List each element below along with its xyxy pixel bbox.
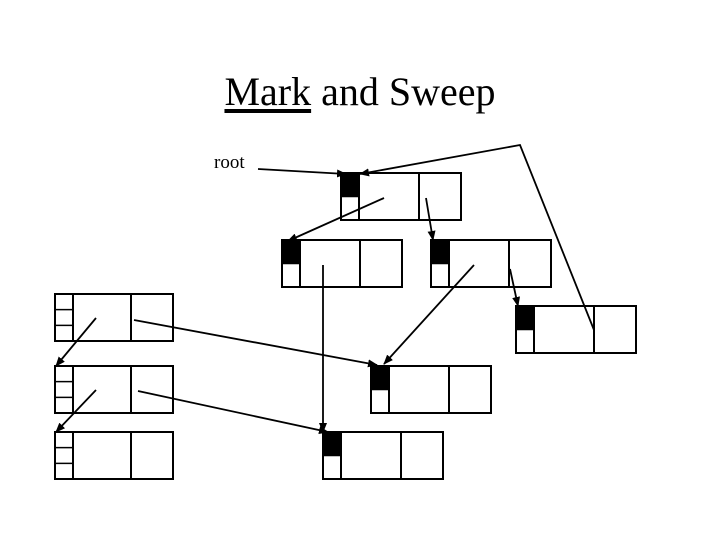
slide-title: Mark and Sweep xyxy=(0,68,720,116)
heap-object-g2 xyxy=(54,365,174,414)
pointer-arrow-n3-to-n5 xyxy=(509,268,521,307)
object-box xyxy=(54,365,174,414)
pointer-arrow-g2-to-g3 xyxy=(55,389,97,433)
object-box xyxy=(281,239,403,288)
pointer-arrow-n3-to-n4 xyxy=(383,264,475,365)
mark-bit xyxy=(282,240,300,264)
pointer-arrow-n5-to-n1 xyxy=(359,143,595,331)
pointer-arrow-g2-to-n6 xyxy=(137,390,329,435)
mark-bit xyxy=(371,366,389,390)
object-box xyxy=(54,293,174,342)
nodes-layer xyxy=(54,172,637,480)
heap-object-n6 xyxy=(322,431,444,480)
title-rest: and Sweep xyxy=(311,69,496,114)
mark-bit xyxy=(516,306,534,330)
heap-object-n4 xyxy=(370,365,492,414)
object-box xyxy=(54,431,174,480)
heap-object-n5 xyxy=(515,305,637,354)
heap-object-n2 xyxy=(281,239,403,288)
heap-object-n1 xyxy=(340,172,462,221)
heap-object-g3 xyxy=(54,431,174,480)
mark-bit xyxy=(341,173,359,197)
pointer-arrow-n1-to-n3 xyxy=(425,197,436,241)
heap-object-n3 xyxy=(430,239,552,288)
object-box xyxy=(322,431,444,480)
pointer-arrow-n1-to-n2 xyxy=(287,197,385,242)
title-underlined-word: Mark xyxy=(224,69,312,114)
edges-layer xyxy=(55,143,595,435)
pointer-arrow-g1-to-g2 xyxy=(55,317,97,367)
pointer-arrow-root-to-n1 xyxy=(257,168,347,178)
root-label: root xyxy=(214,152,245,173)
mark-bit xyxy=(431,240,449,264)
object-box xyxy=(340,172,462,221)
pointer-arrow-g1-to-n4 xyxy=(133,319,378,368)
mark-bit xyxy=(323,432,341,456)
heap-object-g1 xyxy=(54,293,174,342)
